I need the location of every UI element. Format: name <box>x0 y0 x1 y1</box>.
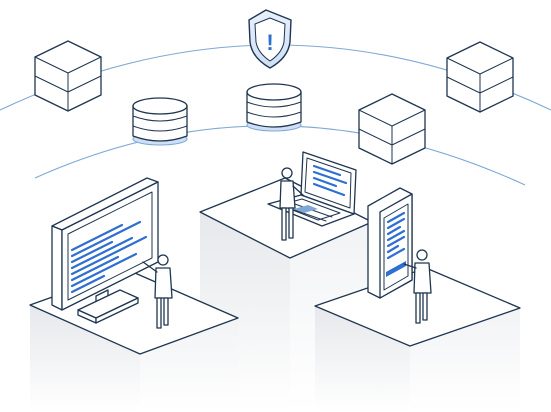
tablet-icon <box>367 187 413 299</box>
database-cylinder-icon <box>132 97 188 146</box>
server-cube-icon <box>446 41 514 113</box>
server-cube-icon <box>34 40 102 112</box>
security-shield-icon: ! <box>248 9 292 69</box>
person-icon <box>403 249 432 324</box>
monitor-icon <box>51 177 159 324</box>
person-icon <box>279 167 305 241</box>
person-icon <box>142 254 173 329</box>
shield-exclamation: ! <box>266 30 273 55</box>
database-cylinder-icon <box>246 83 302 132</box>
server-cube-icon <box>358 93 426 165</box>
